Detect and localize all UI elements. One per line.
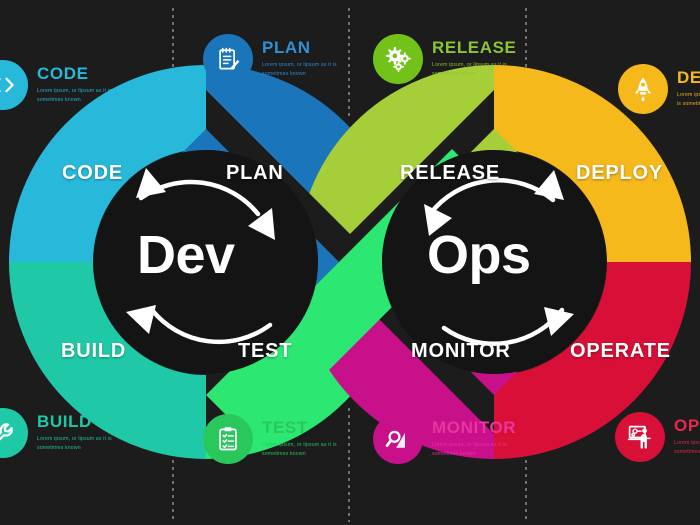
loop-label-monitor: MONITOR xyxy=(411,340,511,362)
dev-arrowhead-right xyxy=(248,208,275,240)
loop-label-build: BUILD xyxy=(61,340,127,362)
code-brackets-icon xyxy=(0,60,28,110)
callout-plan-title: PLAN xyxy=(262,37,311,57)
loop-label-plan: PLAN xyxy=(226,162,284,184)
callout-monitor-title: MONITOR xyxy=(432,417,517,437)
divider-bottom-left xyxy=(172,404,174,522)
callout-deploy-title: DEPLOY xyxy=(677,67,700,87)
callout-build-body: Lorem ipsum, or lipsum as it is sometime… xyxy=(37,435,112,451)
clipboard-checklist-icon xyxy=(203,414,253,464)
notepad-pencil-icon xyxy=(203,34,253,84)
callout-operate-title: OPERATE xyxy=(674,415,700,435)
callout-build: BUILD Lorem ipsum, or lipsum as it is so… xyxy=(0,408,123,458)
callout-monitor: MONITOR Lorem ipsum, or lipsum as it is … xyxy=(373,414,518,464)
ops-core-point xyxy=(382,150,494,374)
callout-operate-body: Lorem ipsum, or lipsum as it is sometime… xyxy=(674,439,700,455)
callout-deploy: DEPLOY Lorem ipsum, or lipsum as it is s… xyxy=(618,64,700,114)
callout-release-title: RELEASE xyxy=(432,37,517,57)
divider-bottom-mid xyxy=(348,408,350,522)
callout-plan: PLAN Lorem ipsum, or lipsum as it is som… xyxy=(203,34,348,84)
loop-label-test: TEST xyxy=(238,340,293,362)
callout-build-title: BUILD xyxy=(37,411,92,431)
rocket-icon xyxy=(618,64,668,114)
callout-deploy-body: Lorem ipsum, or lipsum as it is sometime… xyxy=(677,91,700,107)
divider-top-right xyxy=(525,8,527,116)
magnifier-chart-icon xyxy=(373,414,423,464)
callout-code: CODE Lorem ipsum, or lipsum as it is som… xyxy=(0,60,123,110)
callout-release-body: Lorem ipsum, or lipsum as it is sometime… xyxy=(432,61,507,77)
ops-title: Ops xyxy=(427,225,531,285)
ops-arrowhead-left xyxy=(424,204,452,236)
callout-test: TEST Lorem ipsum, or lipsum as it is som… xyxy=(203,414,348,464)
wrench-icon xyxy=(0,408,28,458)
callout-test-body: Lorem ipsum, or lipsum as it is sometime… xyxy=(262,441,337,457)
dev-title: Dev xyxy=(137,225,235,285)
loop-label-operate: OPERATE xyxy=(570,340,671,362)
divider-bottom-right xyxy=(525,404,527,522)
dev-core-point xyxy=(206,150,318,374)
gears-icon xyxy=(373,34,423,84)
loop-label-release: RELEASE xyxy=(400,162,501,184)
dev-arrowhead-top xyxy=(136,168,166,198)
person-presentation-icon xyxy=(615,412,665,462)
callout-code-title: CODE xyxy=(37,63,89,83)
ops-arrowhead-top xyxy=(534,170,564,200)
loop-label-deploy: DEPLOY xyxy=(576,162,664,184)
divider-top-mid xyxy=(348,8,350,120)
loop-label-code: CODE xyxy=(62,162,123,184)
callout-monitor-body: Lorem ipsum, or lipsum as it is sometime… xyxy=(432,441,507,457)
callout-plan-body: Lorem ipsum, or lipsum as it is sometime… xyxy=(262,61,337,77)
callout-operate: OPERATE Lorem ipsum, or lipsum as it is … xyxy=(615,412,700,462)
dev-arrowhead-bottom xyxy=(126,305,156,334)
ops-arrowhead-bottom xyxy=(544,307,574,336)
callout-code-body: Lorem ipsum, or lipsum as it is sometime… xyxy=(37,87,112,103)
callout-test-title: TEST xyxy=(262,417,308,437)
callout-release: RELEASE Lorem ipsum, or lipsum as it is … xyxy=(373,34,518,84)
